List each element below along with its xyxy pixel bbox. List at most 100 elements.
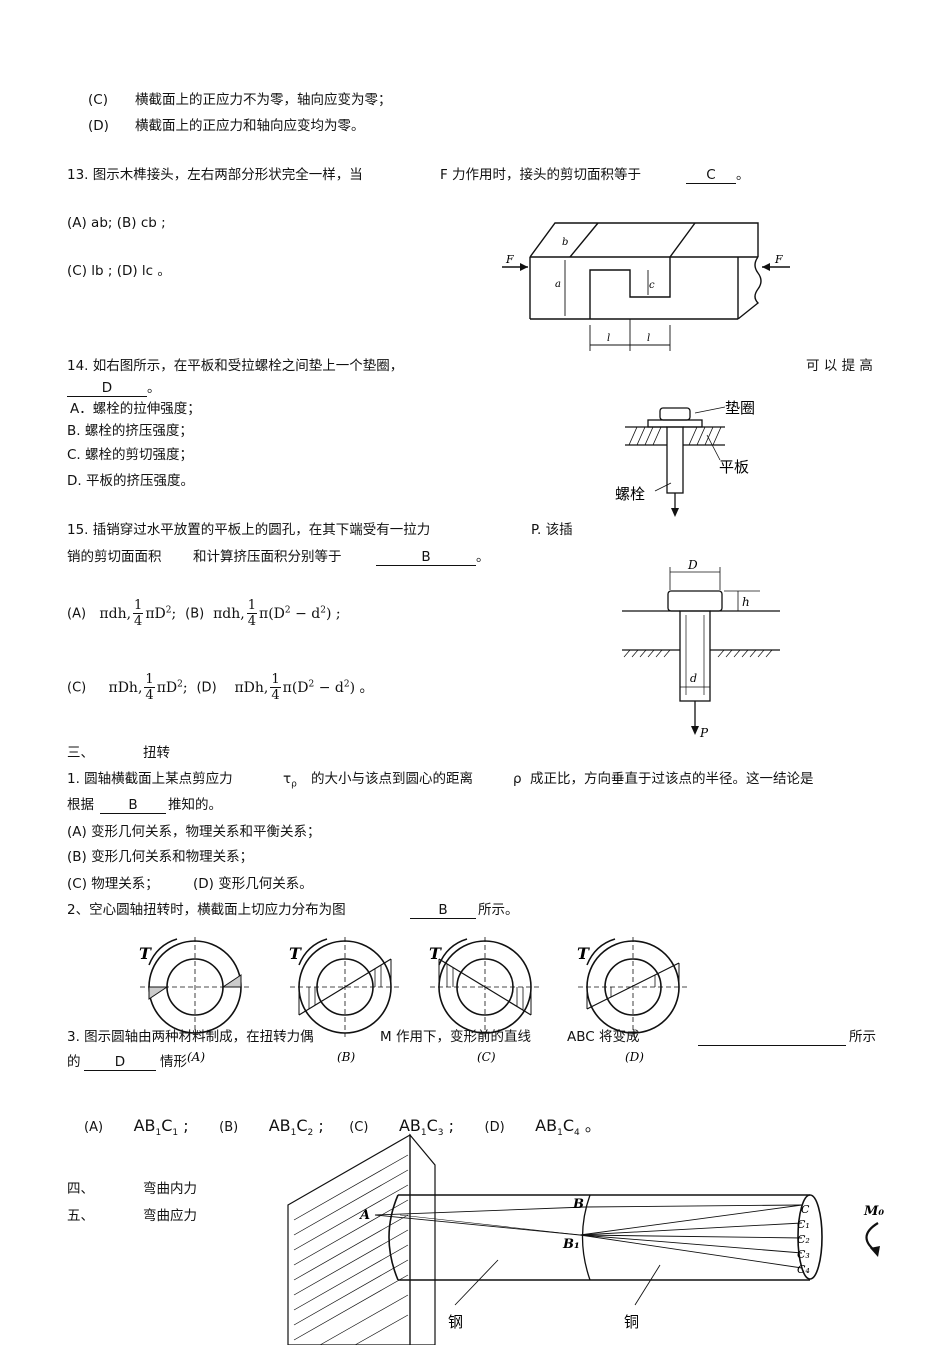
q14-answer-blank: D。	[67, 380, 161, 397]
t3-option-a: AB1C1 ;	[133, 1116, 189, 1139]
stress-figure-a: T (A)	[139, 937, 250, 1064]
q15-stem-a: 15. 插销穿过水平放置的平板上的圆孔，在其下端受有一拉力	[67, 522, 431, 538]
stress-figure-b: T (B)	[289, 937, 400, 1064]
pin-diameter-label: d	[690, 672, 697, 685]
torque-label: T	[429, 944, 442, 963]
point-c4-label: C₄	[797, 1263, 810, 1276]
q13-stem-b: F 力作用时，接头的剪切面积等于	[440, 167, 642, 183]
t2-stem-a: 2、空心圆轴扭转时，横截面上切应力分布为图	[67, 902, 346, 918]
pin-head-diameter-label: D	[687, 558, 698, 572]
t1-stem-e: 推知的。	[168, 797, 222, 813]
q15-stem-b: P. 该插	[531, 522, 573, 538]
q15-answer: B	[376, 549, 476, 566]
fig-c-label: (C)	[477, 1050, 496, 1064]
point-c-label: C	[801, 1203, 810, 1216]
point-c2-label: C₂	[797, 1233, 810, 1246]
q15-stem-d: 和计算挤压面积分别等于	[193, 549, 342, 565]
steel-label: 钢	[448, 1313, 463, 1331]
dim-label-b: b	[562, 237, 568, 248]
t3-stem-d: 所示	[849, 1029, 876, 1045]
q14-stem-a: 14. 如右图所示，在平板和受拉螺栓之间垫上一个垫圈，	[67, 358, 404, 374]
t1-option-d: (D) 变形几何关系。	[193, 876, 313, 892]
t1-tau: τρ	[283, 771, 297, 790]
q13-answer: C	[686, 167, 736, 184]
torque-label: T	[577, 944, 590, 963]
t1-stem-d: 根据	[67, 797, 94, 813]
bolt-washer-figure: 垫圈 平板 螺栓	[615, 399, 755, 517]
point-c3-label: C₃	[797, 1248, 810, 1261]
q14-option-a: A．螺栓的拉伸强度；	[70, 401, 201, 417]
dim-label-l1: l	[607, 333, 610, 344]
t1-option-c: (C) 物理关系；	[67, 876, 159, 892]
force-label-left: F	[505, 253, 514, 266]
q15-end: 。	[476, 549, 490, 565]
t2-answer: B	[410, 902, 476, 919]
option-c-label: (C)	[88, 92, 108, 108]
moment-label: M₀	[863, 1204, 884, 1219]
section-5-title: 弯曲应力	[143, 1208, 197, 1224]
dim-label-a: a	[555, 279, 561, 290]
tenon-joint-figure: F F a b c l l	[502, 222, 790, 351]
stress-figure-d: T (D)	[577, 937, 688, 1064]
section-5-number: 五、	[67, 1208, 94, 1224]
fig-d-label: (D)	[625, 1050, 644, 1064]
q13-answer-blank: C。	[686, 167, 750, 184]
t3-stem-a: 3. 图示圆轴由两种材料制成，在扭转力偶	[67, 1029, 314, 1045]
fig-a-label: (A)	[187, 1050, 205, 1064]
t1-stem-a: 1. 圆轴横截面上某点剪应力	[67, 771, 233, 787]
option-d-text: 横截面上的正应力和轴向应变均为零。	[135, 118, 365, 134]
q13-end: 。	[736, 167, 750, 183]
q14-answer: D	[67, 380, 147, 397]
t3-option-d: AB1C4 。	[535, 1116, 601, 1139]
plate-label: 平板	[719, 458, 749, 476]
t1-option-a: (A) 变形几何关系，物理关系和平衡关系；	[67, 824, 321, 840]
fig-b-label: (B)	[337, 1050, 356, 1064]
q15-answer-blank: B。	[376, 549, 490, 566]
section-3-title: 扭转	[143, 745, 170, 761]
point-c1-label: C₁	[797, 1218, 810, 1231]
t3-blank	[698, 1029, 846, 1046]
option-d-label: (D)	[88, 118, 109, 134]
copper-label: 铜	[624, 1313, 639, 1331]
pin-plate-figure: D h d P	[622, 558, 780, 740]
t1-stem-b: 的大小与该点到圆心的距离	[311, 771, 473, 787]
bolt-label: 螺栓	[615, 485, 645, 503]
t3-stem-e: 的	[67, 1054, 81, 1070]
dim-label-c: c	[649, 280, 655, 291]
t2-answer-blank: B	[410, 902, 476, 919]
pull-force-label: P	[699, 726, 709, 740]
point-b-label: B	[572, 1197, 584, 1212]
q14-option-b: B. 螺栓的挤压强度；	[67, 423, 193, 439]
t3-options: (A) AB1C1 ; (B) AB1C2 ; (C) AB1C3 ; (D) …	[84, 1116, 601, 1139]
option-c-text: 横截面上的正应力不为零，轴向应变为零；	[135, 92, 392, 108]
t3-stem-f: 情形	[160, 1054, 187, 1070]
q13-option-ab: (A) ab; (B) cb ;	[67, 215, 166, 231]
composite-shaft-figure: A B B₁ C C₁ C₂ C₃ C₄ M₀ 钢 铜	[287, 1133, 884, 1345]
t2-stem-b: 所示。	[478, 902, 519, 918]
t1-option-b: (B) 变形几何关系和物理关系；	[67, 849, 254, 865]
section-4-title: 弯曲内力	[143, 1181, 197, 1197]
washer-label: 垫圈	[725, 399, 755, 417]
dim-label-l2: l	[647, 333, 650, 344]
q15-stem-c: 销的剪切面面积	[67, 549, 162, 565]
t1-answer-blank: B	[100, 797, 166, 814]
force-label-right: F	[774, 253, 783, 266]
stress-figure-c: T (C)	[429, 937, 540, 1064]
pin-head-height-label: h	[742, 595, 750, 609]
section-3-number: 三、	[67, 745, 94, 761]
point-b1-label: B₁	[562, 1237, 580, 1252]
section-4-number: 四、	[67, 1181, 94, 1197]
q13-stem-a: 13. 图示木榫接头，左右两部分形状完全一样，当	[67, 167, 363, 183]
t3-answer-blank: D	[84, 1054, 156, 1071]
q14-stem-b: 可 以 提 高	[806, 358, 873, 374]
point-a-label: A	[358, 1208, 370, 1223]
t1-stem-c: 成正比，方向垂直于过该点的半径。这一结论是	[530, 771, 814, 787]
q14-option-d: D. 平板的挤压强度。	[67, 473, 194, 489]
t3-option-b: AB1C2 ;	[268, 1116, 324, 1139]
t3-stem-c: ABC 将变成	[567, 1029, 640, 1045]
t1-answer: B	[100, 797, 166, 814]
